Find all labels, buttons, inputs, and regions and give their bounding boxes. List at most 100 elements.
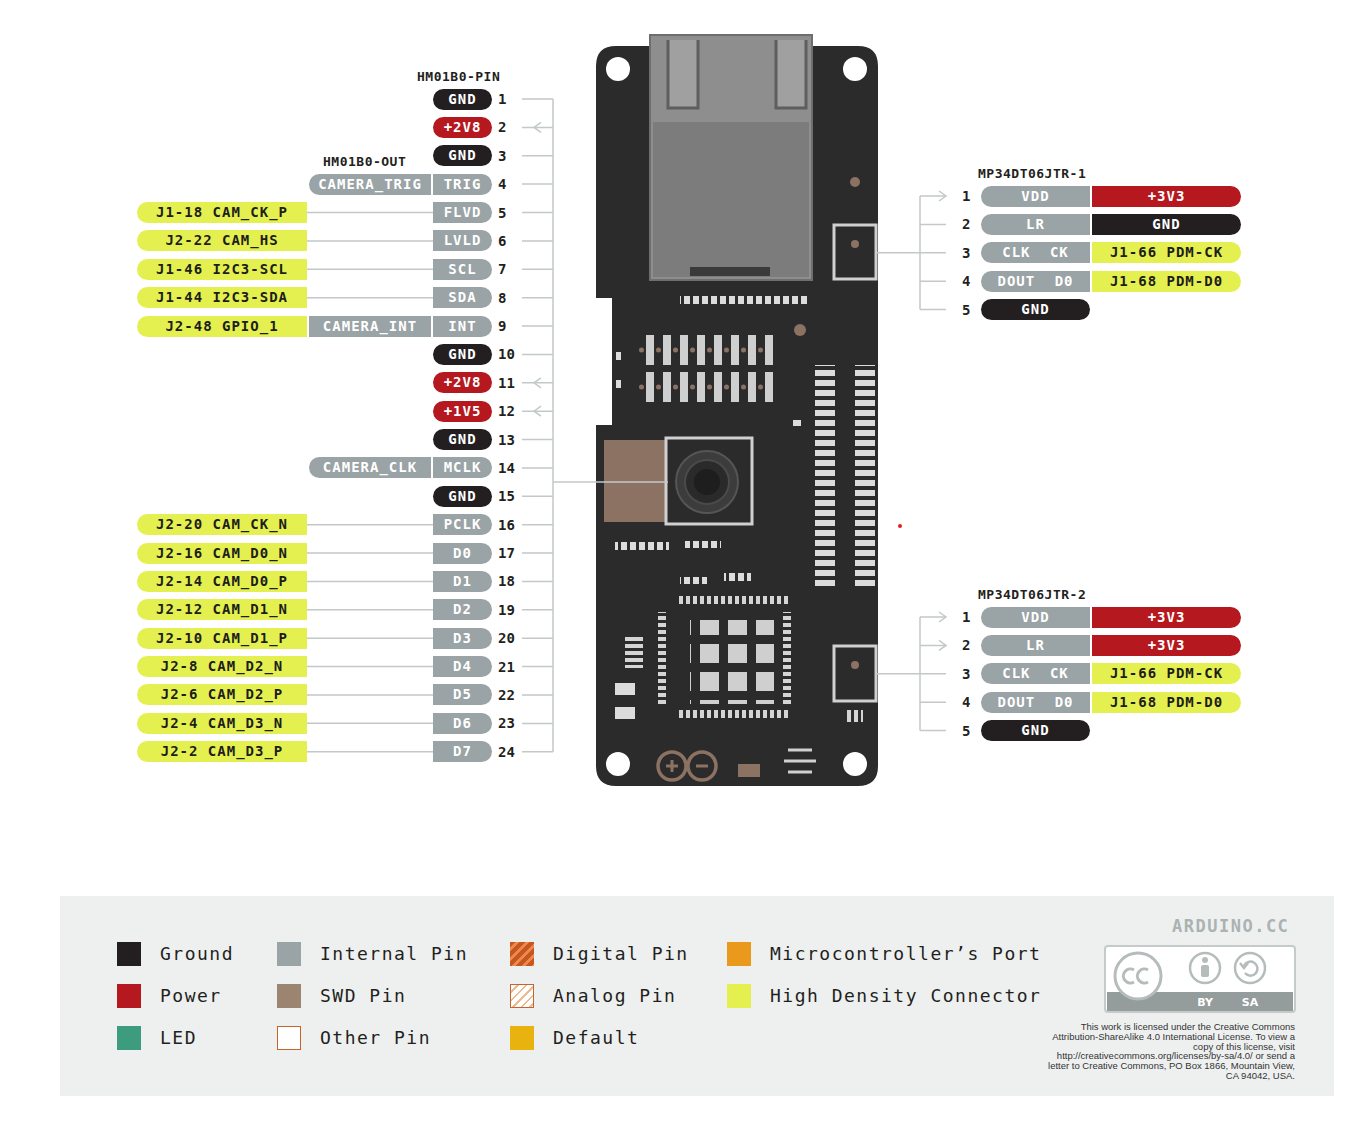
legend-swatch [117, 984, 141, 1008]
pad-row [724, 573, 751, 581]
pin-number: 3 [962, 666, 970, 682]
part-name: HM01B0-PIN [417, 69, 500, 84]
mounting-hole [606, 57, 630, 81]
pin-text: GND [1021, 720, 1049, 741]
legend-text: Digital Pin [553, 942, 689, 966]
pad-column [815, 365, 835, 587]
chip-pins [658, 612, 666, 707]
pin-text: GND [448, 486, 476, 507]
pin-label: J2-10 CAM_D1_P [137, 628, 307, 649]
mounting-hole [843, 752, 867, 776]
pin-label: MCLK [433, 457, 492, 478]
camera-lens [685, 460, 729, 504]
pin-label: CLK CK [981, 663, 1090, 684]
via [850, 177, 860, 187]
legend-panel [60, 896, 1334, 1096]
legend-swatch [727, 942, 751, 966]
pin-label: SDA [433, 287, 492, 308]
pin-number: 12 [498, 403, 515, 419]
pin-number: 5 [962, 302, 970, 318]
pin-number: 1 [962, 188, 970, 204]
pin-number: 4 [962, 694, 970, 710]
pin-label: J2-14 CAM_D0_P [137, 571, 307, 592]
pin-text: J1-66 PDM-CK [1110, 663, 1223, 684]
pin-text: J2-22 CAM_HS [165, 230, 278, 251]
pin-text: +3V3 [1148, 635, 1186, 656]
pin-text: CLK CK [1002, 663, 1069, 684]
pin-text: D6 [453, 713, 472, 734]
component [615, 683, 635, 695]
pin-label: J2-20 CAM_CK_N [137, 514, 307, 535]
pin-text: GND [1021, 299, 1049, 320]
pin-text: D0 [453, 543, 472, 564]
pin-label: INT [433, 316, 492, 337]
leader-line [307, 581, 433, 583]
leader-line [307, 524, 433, 526]
by-icon [1201, 965, 1209, 977]
pin-text: J1-66 PDM-CK [1110, 242, 1223, 263]
leader-line [307, 297, 433, 299]
arduino-logo [666, 760, 708, 772]
pin-number: 5 [962, 723, 970, 739]
pin-text: PCLK [444, 514, 482, 535]
pin-number: 7 [498, 261, 506, 277]
pin-label: SCL [433, 259, 492, 280]
pin-number: 10 [498, 346, 515, 362]
pin-label: +2V8 [433, 117, 492, 138]
supply-arrow [939, 191, 946, 201]
pin-label: J1-66 PDM-CK [1092, 242, 1241, 263]
pin-text: DOUT D0 [997, 692, 1073, 713]
pin-text: INT [448, 316, 476, 337]
pin-label: VDD [981, 186, 1090, 207]
pin-text: CAMERA_INT [323, 316, 417, 337]
pad-row [685, 541, 721, 548]
by-icon [1202, 957, 1208, 963]
legend-swatch [277, 942, 301, 966]
sa-icon [1235, 953, 1265, 983]
pin-text: J2-4 CAM_D3_N [161, 713, 284, 734]
sa-icon [1240, 962, 1257, 976]
bracket-line [522, 99, 668, 752]
license-term: SA [1242, 996, 1258, 1009]
pin-text: J2-16 CAM_D0_N [156, 543, 288, 564]
pin-label: +3V3 [1092, 607, 1241, 628]
legend-text: SWD Pin [320, 984, 406, 1008]
camera-lens [694, 469, 720, 495]
leader-line [307, 637, 433, 639]
pin-number: 11 [498, 375, 515, 391]
legend-swatch [277, 1026, 301, 1050]
board-outline [596, 46, 878, 786]
pin-label: D1 [433, 571, 492, 592]
camera-lens [676, 451, 738, 513]
pin-label: D6 [433, 713, 492, 734]
legend-swatch [510, 984, 534, 1008]
pin-label: D0 [433, 543, 492, 564]
pin-label: J2-16 CAM_D0_N [137, 543, 307, 564]
pin-number: 21 [498, 659, 515, 675]
legend-text: Microcontroller’s Port [770, 942, 1041, 966]
pad [793, 420, 801, 426]
marker-dot [898, 524, 902, 528]
leader-line [307, 269, 433, 271]
pin-bracket [522, 99, 946, 752]
pin-number: 13 [498, 432, 515, 448]
pin-text: GND [448, 145, 476, 166]
legend-swatch [727, 984, 751, 1008]
board-connector [638, 330, 774, 404]
legend-swatch [277, 984, 301, 1008]
pin-label: J1-46 I2C3-SCL [137, 259, 307, 280]
supply-arrow [534, 122, 541, 416]
pin-number: 8 [498, 290, 506, 306]
legend-text: Power [160, 984, 222, 1008]
pin-number: 6 [498, 233, 506, 249]
pin-number: 17 [498, 545, 515, 561]
microphone [834, 646, 876, 701]
pin-label: DOUT D0 [981, 271, 1090, 292]
pin-text: +2V8 [444, 372, 482, 393]
pin-label: FLVD [433, 202, 492, 223]
chip-pins [678, 596, 790, 604]
ethernet-jack [650, 35, 812, 280]
pin-number: 5 [498, 205, 506, 221]
pin-text: +2V8 [444, 117, 482, 138]
pin-label: D7 [433, 741, 492, 762]
